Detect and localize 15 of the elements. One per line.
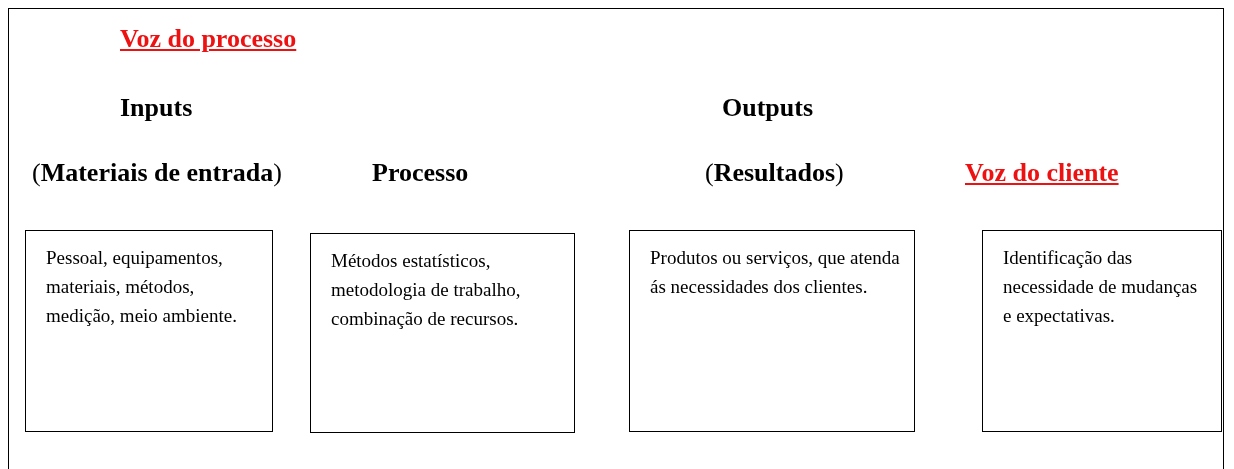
text-box xyxy=(982,230,1222,432)
text-box xyxy=(25,230,273,432)
box-text: Métodos estatísticos, metodologia de trabalho, combinação de recursos. xyxy=(331,249,522,331)
text-box xyxy=(310,233,575,433)
section-heading: Voz do processo xyxy=(120,24,297,54)
section-heading: Voz do cliente xyxy=(965,158,1119,188)
text-box xyxy=(629,230,915,432)
column-heading: Outputs xyxy=(722,93,814,123)
box-text: Produtos ou serviços, que atenda ás necessidades dos clientes. xyxy=(650,246,900,299)
column-heading: Inputs xyxy=(120,93,193,123)
column-subheading: (Resultados) xyxy=(705,158,844,188)
column-heading: Processo xyxy=(372,158,469,188)
box-text: Identificação das necessidade de mudanças e expectativas. xyxy=(1003,246,1199,328)
box-text: Pessoal, equipamentos, materiais, métodos, medição, meio ambiente. xyxy=(46,246,238,328)
column-subheading: (Materiais de entrada) xyxy=(32,158,282,188)
